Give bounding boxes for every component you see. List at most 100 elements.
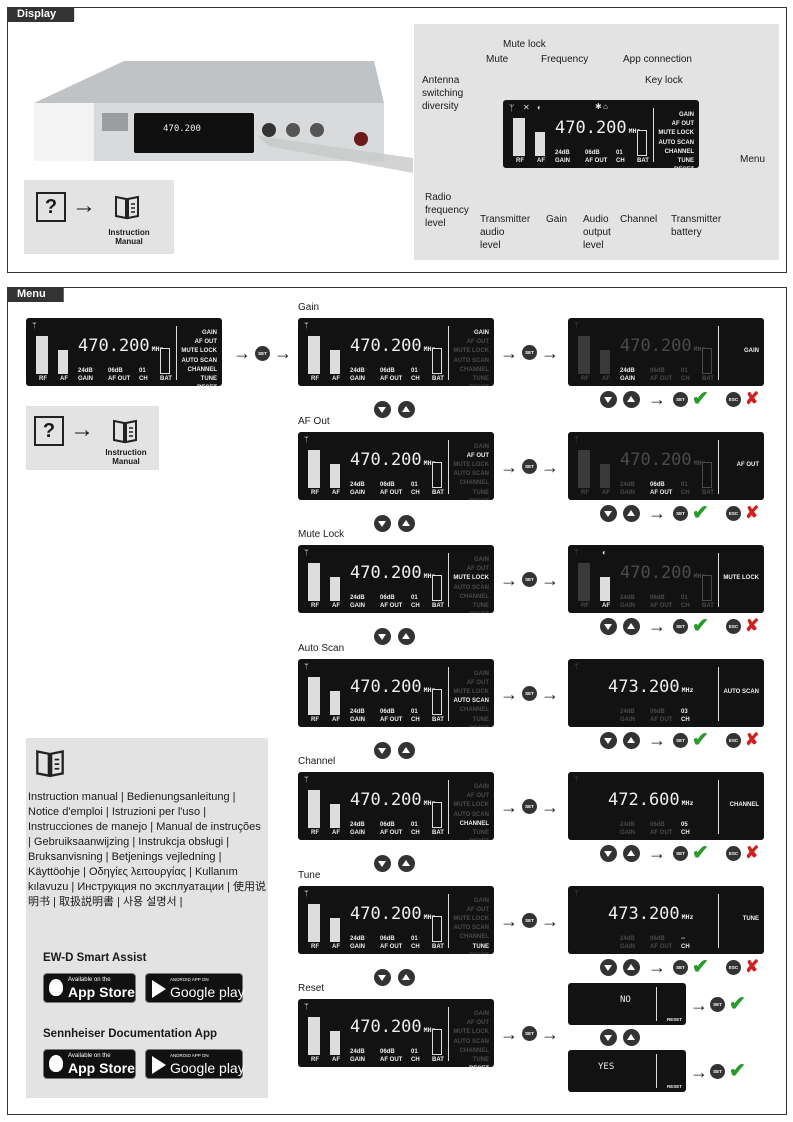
up-button[interactable] [398,514,415,532]
set-button[interactable]: SET [522,572,537,587]
afout-value: 06dB [650,935,665,942]
app2-appstore-badge[interactable]: Available on the App Store [43,1049,136,1079]
down-button[interactable] [600,391,617,408]
menu-item: TUNE [472,603,489,610]
af-label: AF [332,1057,340,1063]
up-button[interactable] [623,958,640,976]
af-label: AF [332,830,340,836]
menu-item: AF OUT [466,452,489,459]
up-button[interactable] [623,391,640,408]
confirm-check-icon: ✔ [729,993,746,1015]
gain-label: GAIN [350,943,365,950]
arrow-icon: → [648,843,666,863]
esc-button[interactable]: ESC [726,732,741,748]
set-button[interactable]: SET [673,619,688,634]
gain-label: GAIN [78,376,93,382]
confirm-check-icon: ✔ [692,388,709,410]
app2-googleplay-badge[interactable]: ANDROID APP ON Google play [145,1049,245,1079]
gain-label: GAIN [620,489,635,496]
menu-manual-box: ? → Instruction Manual [26,406,159,470]
antenna-icon: ᛘ [574,888,579,898]
menu-item: MUTE LOCK [658,130,694,137]
set-button[interactable]: SET [522,685,537,701]
set-button[interactable]: SET [522,458,537,474]
esc-button[interactable]: ESC [726,846,741,861]
ch-value: 01 [411,708,418,715]
arrow-icon: → [541,910,559,931]
down-button[interactable] [374,514,391,532]
set-button[interactable]: SET [522,912,537,928]
set-button[interactable]: SET [522,799,537,814]
up-button[interactable] [623,504,640,522]
set-button[interactable]: SET [673,732,688,748]
zoom-freq: 470.200 [555,118,627,138]
gain-value: 24dB [620,595,635,601]
down-button[interactable] [600,958,617,976]
up-button[interactable] [398,628,415,645]
confirm-check-icon: ✔ [692,955,709,978]
afout-value: 06dB [108,368,123,374]
menu-item: MUTE LOCK [181,348,217,355]
arrow-icon-menu: → [70,416,94,443]
lcd-selected-item: MUTE LOCK [723,575,759,581]
set-button[interactable]: SET [255,346,270,361]
gain-label: GAIN [350,716,365,723]
down-button[interactable] [600,845,617,862]
esc-button[interactable]: ESC [726,619,741,634]
lcd-selected-item: GAIN [744,348,759,354]
esc-button[interactable]: ESC [726,392,741,407]
set-button[interactable]: SET [522,1026,537,1041]
reset-yes-lcd: YES RESET [568,1050,686,1092]
down-button[interactable] [374,855,391,872]
up-button[interactable] [623,618,640,635]
esc-button[interactable]: ESC [726,505,741,521]
app1-appstore-badge[interactable]: Available on the App Store [43,973,136,1003]
reset-label: RESET [666,1017,682,1022]
afout-label: AF OUT [380,489,403,496]
afout-label: AF OUT [108,376,131,382]
down-button[interactable] [600,504,617,522]
book-icon [115,195,139,220]
arrow-icon: → [541,1024,559,1044]
down-button[interactable] [374,401,391,418]
down-button[interactable] [600,731,617,749]
up-button[interactable] [398,401,415,418]
ch-value: 01 [681,481,688,488]
arrow-icon: → [500,570,518,590]
menu-item: CHANNEL [459,480,489,487]
up-button[interactable] [398,968,415,986]
up-button[interactable] [623,1029,640,1046]
manual-box: ? → Instruction Manual [24,180,174,254]
up-button[interactable] [398,855,415,872]
set-button[interactable]: SET [673,959,688,975]
set-button[interactable]: SET [673,392,688,407]
set-button[interactable]: SET [673,846,688,861]
down-button[interactable] [600,618,617,635]
set-button[interactable]: SET [710,1064,725,1079]
menu-item: CHANNEL [459,593,489,600]
down-button[interactable] [374,628,391,645]
ch-value: 01 [139,368,146,374]
set-button[interactable]: SET [710,997,725,1012]
ch-value: 01 [411,595,418,601]
gain-value: 24dB [620,708,635,715]
row-title: Reset [298,983,325,994]
up-button[interactable] [623,731,640,749]
set-button[interactable]: SET [522,345,537,360]
down-button[interactable] [600,1029,617,1046]
menu-item: RESET [453,384,489,386]
up-button[interactable] [398,741,415,759]
app1-googleplay-badge[interactable]: ANDROID APP ON Google play [145,973,245,1003]
set-button[interactable]: SET [673,505,688,521]
down-button[interactable] [374,741,391,759]
confirm-check-icon: ✔ [692,501,709,524]
down-button[interactable] [374,968,391,986]
antenna-icon: ᛘ [574,661,579,671]
esc-button[interactable]: ESC [726,959,741,975]
ch-label: CH [681,489,690,496]
arrow-icon: → [648,729,666,750]
up-button[interactable] [623,845,640,862]
